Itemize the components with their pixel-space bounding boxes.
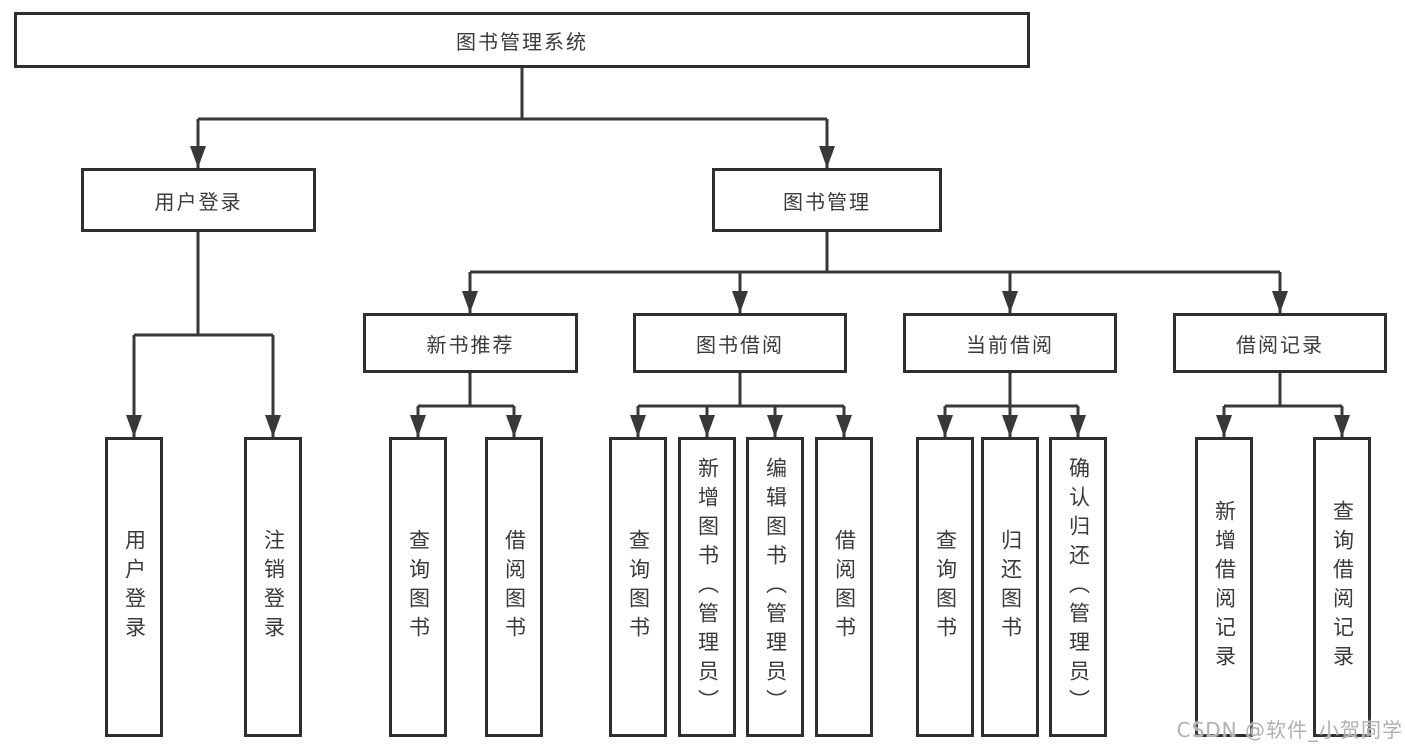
node-new-book-recommend: 新书推荐 (363, 313, 578, 373)
leaf-user-login: 用户登录 (105, 437, 163, 737)
node-book-management: 图书管理 (712, 168, 942, 232)
node-user-login: 用户登录 (81, 168, 316, 232)
connector-book-borrowing-split (638, 373, 844, 408)
node-current-borrowing: 当前借阅 (903, 313, 1117, 373)
node-borrowing-records: 借阅记录 (1173, 313, 1387, 373)
node-book-borrowing: 图书借阅 (633, 313, 847, 373)
connector-user-login-split (134, 232, 273, 337)
leaf-br-query-record: 查询借阅记录 (1313, 437, 1371, 737)
leaf-cb-query-books: 查询图书 (916, 437, 974, 737)
leaf-rec-borrow-books: 借阅图书 (485, 437, 543, 737)
watermark: CSDN @软件_小贺同学 (1176, 718, 1403, 742)
leaf-cb-return-books: 归还图书 (981, 437, 1039, 737)
node-library-system: 图书管理系统 (14, 12, 1030, 68)
leaf-rec-query-books: 查询图书 (389, 437, 447, 737)
connector-current-borrowing-split (945, 373, 1078, 408)
leaf-logout: 注销登录 (244, 437, 302, 737)
leaf-cb-confirm-return-admin: 确认归还（管理员） (1049, 437, 1107, 737)
connector-root (198, 67, 827, 121)
connector-book-management-split (470, 232, 1280, 274)
leaf-bb-add-books-admin: 新增图书（管理员） (678, 437, 736, 737)
leaf-br-add-record: 新增借阅记录 (1195, 437, 1253, 737)
leaf-bb-edit-books-admin: 编辑图书（管理员） (746, 437, 804, 737)
leaf-bb-borrow-books: 借阅图书 (815, 437, 873, 737)
connector-new-book-recommend-split (418, 373, 514, 408)
connector-borrowing-records-split (1224, 373, 1342, 408)
leaf-bb-query-books: 查询图书 (609, 437, 667, 737)
